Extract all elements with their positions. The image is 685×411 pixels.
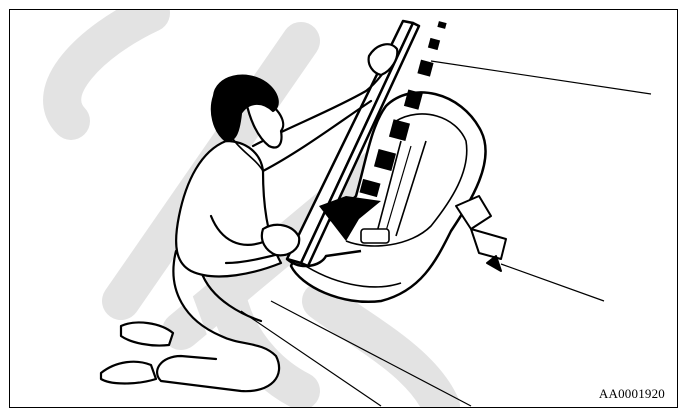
figure-code: AA0001920 — [599, 386, 665, 402]
seat-belt-buckle — [456, 196, 506, 271]
installation-illustration — [10, 10, 677, 407]
illustration-frame: AA0001920 — [9, 9, 678, 408]
